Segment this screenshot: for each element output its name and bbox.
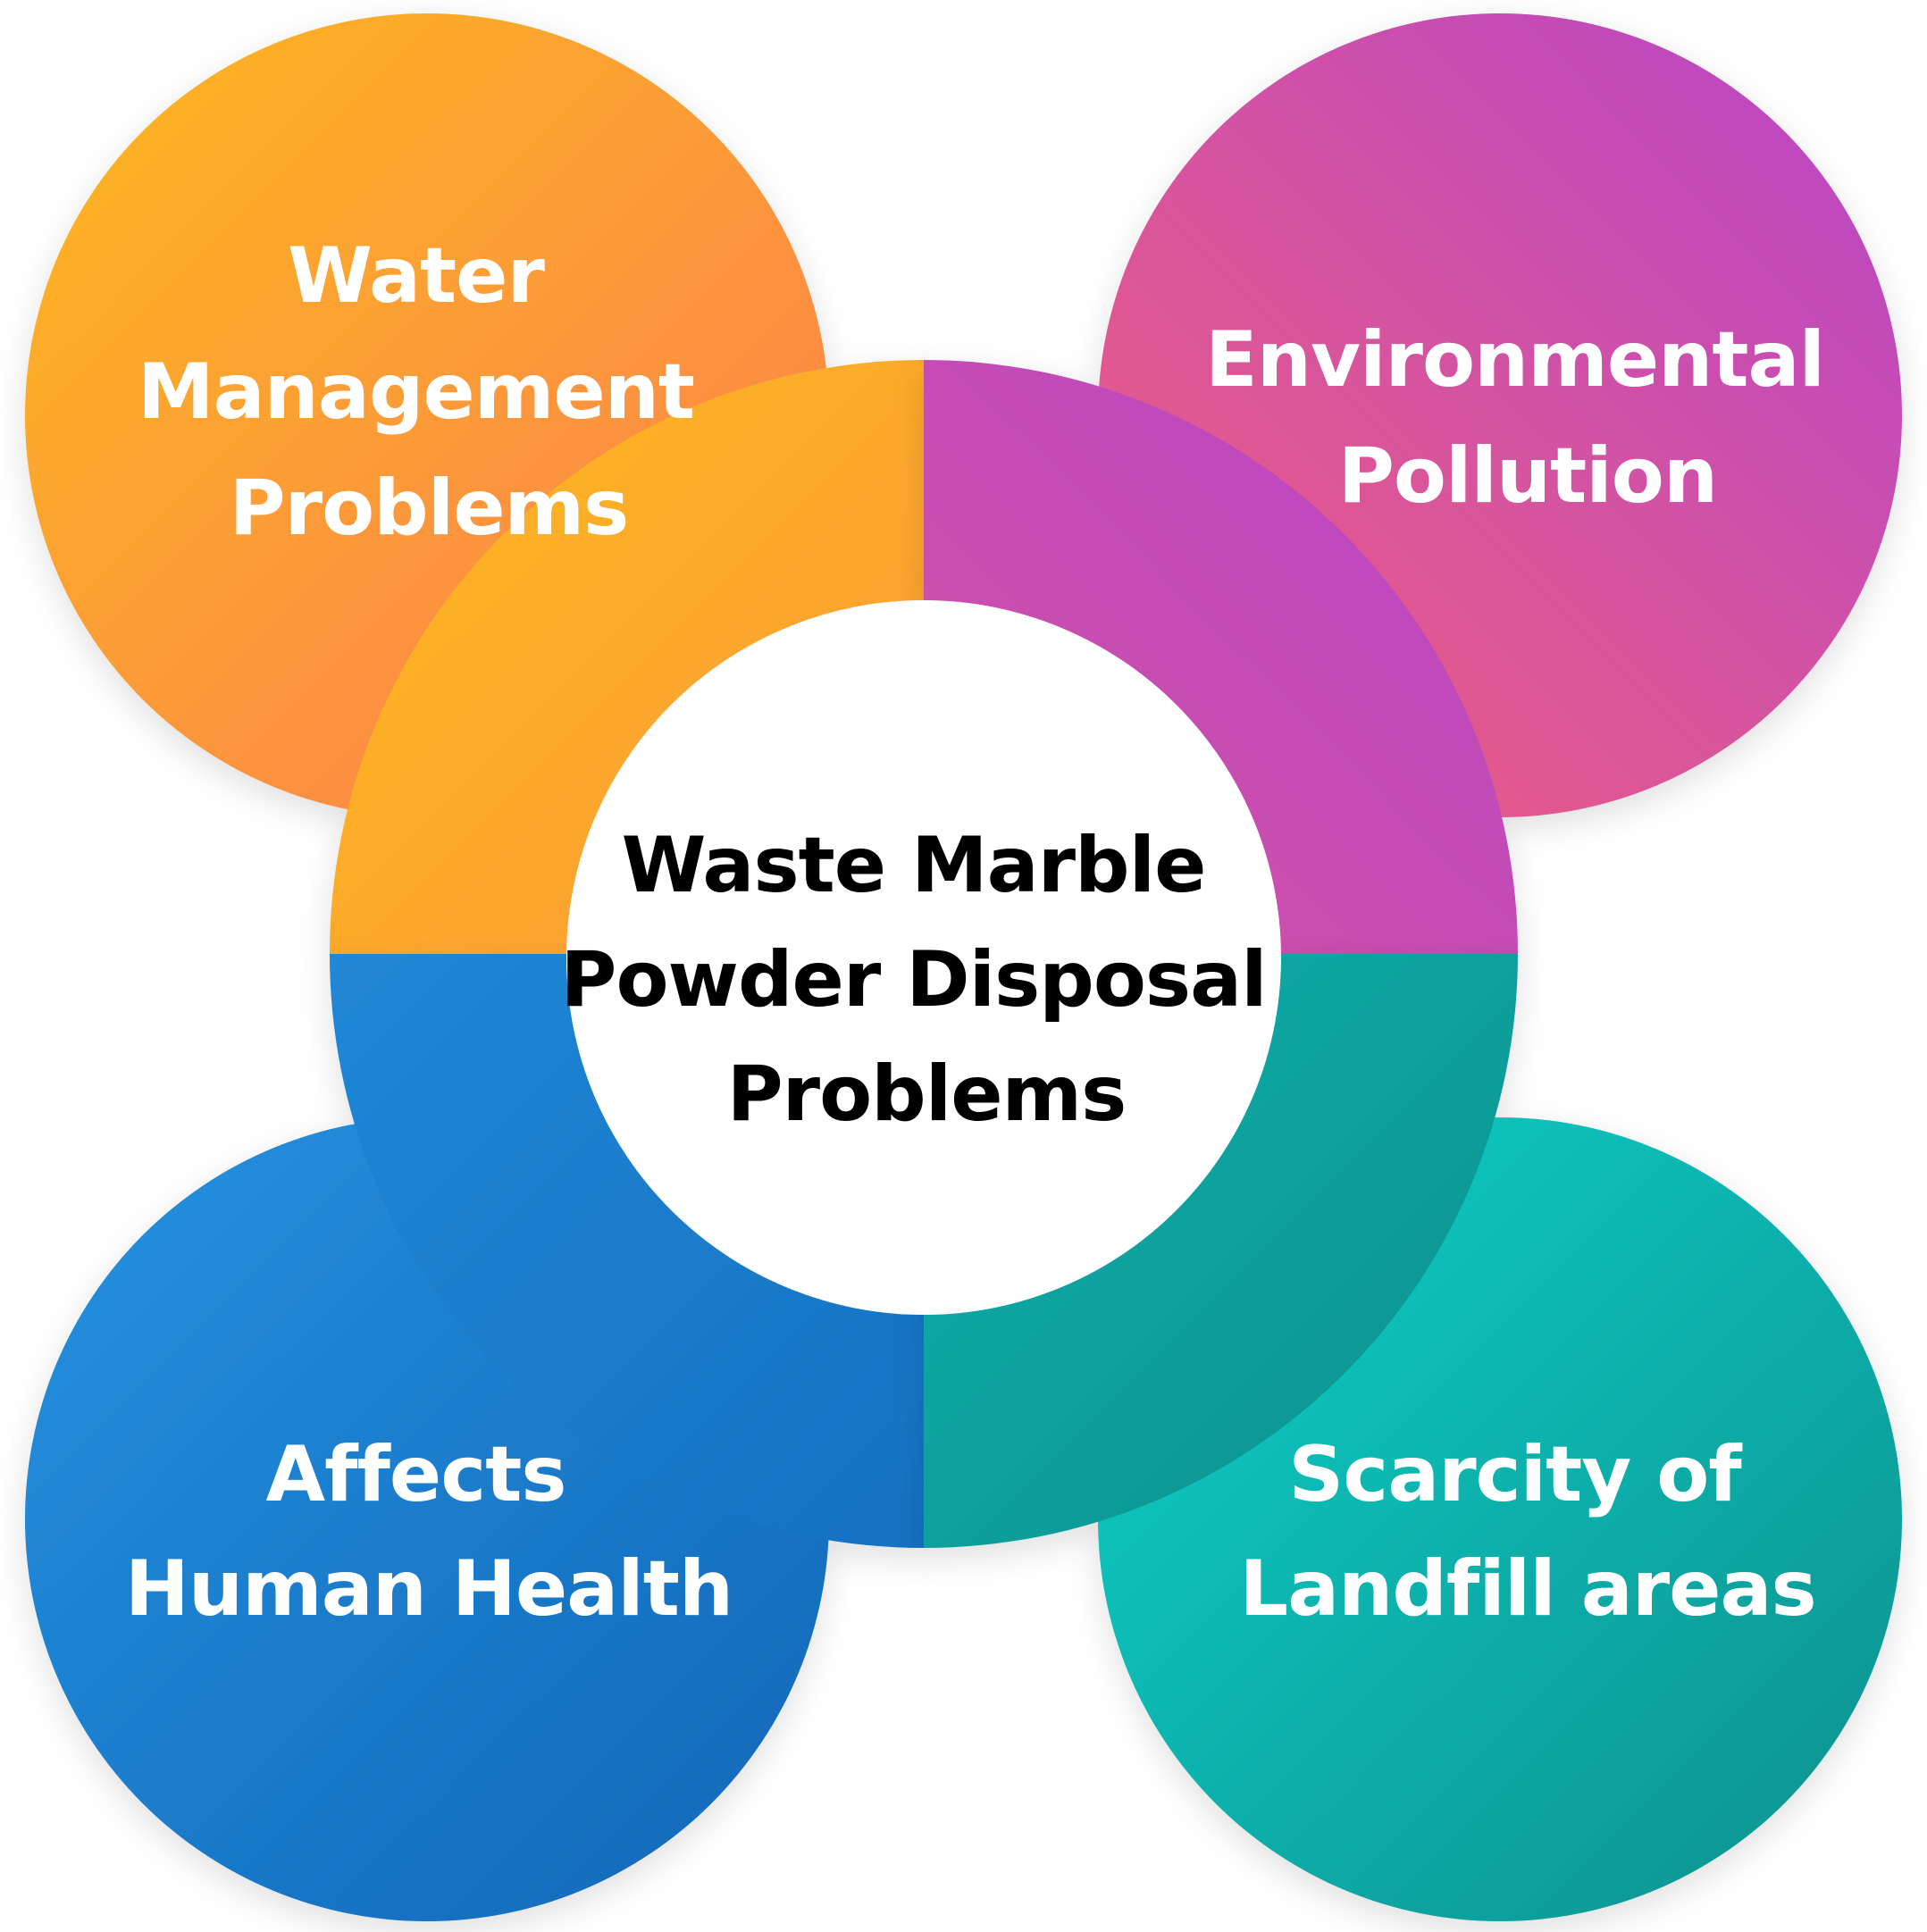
center-circle (566, 600, 1281, 1315)
petal-bottom-left-label: Affects Human Health (125, 1430, 733, 1634)
center-label: Waste Marble Powder Disposal Problems (560, 821, 1292, 1139)
petal-top-right-label: Environmental Pollution (1205, 315, 1850, 521)
petal-top-left-label: Water Management Problems (138, 231, 720, 553)
petal-bottom-right-label: Scarcity of Landfill areas (1239, 1430, 1815, 1634)
